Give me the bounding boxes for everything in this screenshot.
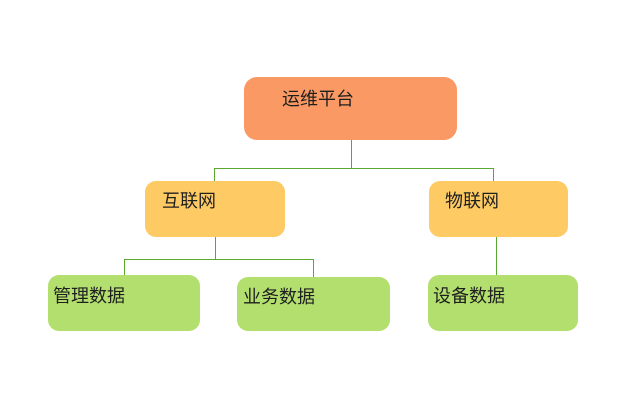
node-device-data: 设备数据	[428, 275, 578, 331]
node-management-data-label: 管理数据	[53, 286, 125, 307]
connector-drop-management-data	[124, 259, 125, 275]
node-iot: 物联网	[429, 181, 568, 237]
node-business-data-label: 业务数据	[243, 287, 315, 308]
node-device-data-label: 设备数据	[433, 286, 505, 307]
node-business-data: 业务数据	[237, 277, 390, 331]
connector-drop-iot	[493, 168, 494, 181]
node-operations-platform-label: 运维平台	[282, 89, 354, 110]
node-operations-platform: 运维平台	[244, 77, 457, 140]
node-iot-label: 物联网	[445, 191, 499, 212]
connector-drop-internet	[214, 168, 215, 181]
connector-internet-stem	[215, 237, 216, 259]
node-internet: 互联网	[145, 181, 285, 237]
connector-drop-business-data	[313, 259, 314, 277]
connector-root-horizontal-bus	[214, 168, 494, 169]
connector-internet-horizontal-bus	[124, 259, 314, 260]
node-internet-label: 互联网	[162, 191, 216, 212]
connector-iot-device-data	[496, 237, 497, 275]
connector-root-stem	[351, 140, 352, 168]
node-management-data: 管理数据	[48, 275, 200, 331]
